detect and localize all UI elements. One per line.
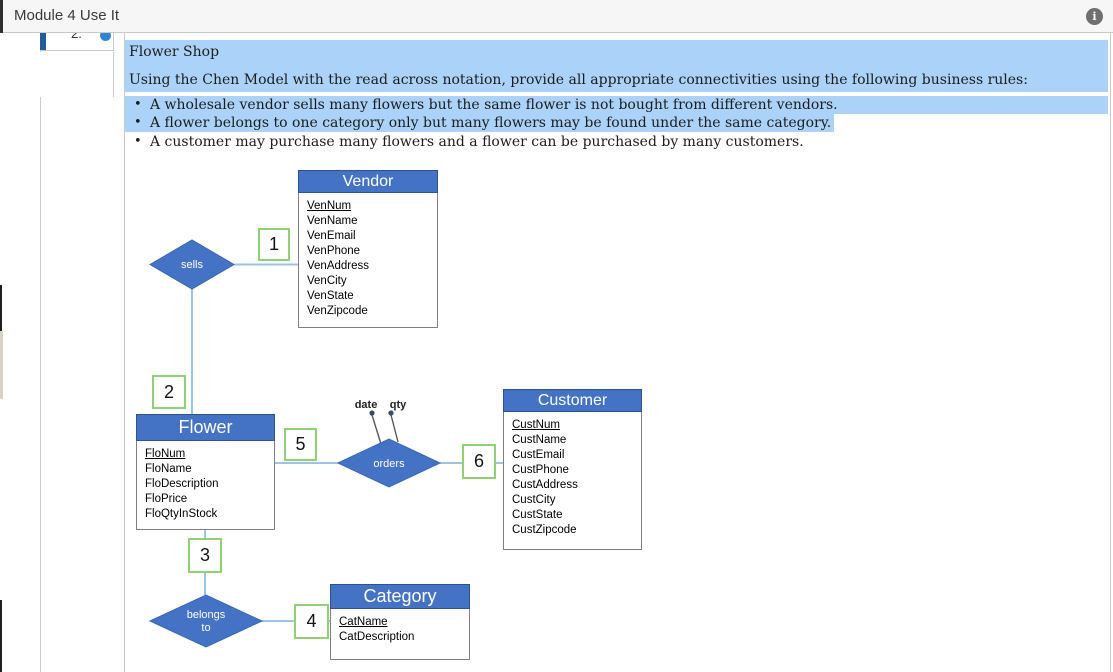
- entity-attribute: CustEmail: [512, 449, 565, 461]
- current-item-marker: [40, 33, 46, 50]
- connectivity-box-6: 6: [462, 444, 496, 479]
- bullet-icon: •: [134, 97, 142, 112]
- question-intro-block: Flower Shop Using the Chen Model with th…: [125, 40, 1108, 92]
- business-rule-text: A wholesale vendor sells many flowers bu…: [150, 97, 838, 113]
- screen-edge-artifact: [0, 285, 2, 331]
- entity-attribute: VenCity: [307, 275, 347, 287]
- sidebar-border: [40, 33, 41, 672]
- entity-attribute: CustState: [512, 509, 563, 521]
- entity-attribute: VenEmail: [307, 230, 356, 242]
- page-title: Module 4 Use It: [14, 7, 120, 24]
- entity-attribute: FloDescription: [145, 478, 219, 490]
- entity-attribute: FloNum: [145, 448, 186, 460]
- question-title: Flower Shop: [129, 44, 220, 60]
- sidebar-item-label: 2.: [71, 33, 82, 41]
- entity-attribute: VenNum: [307, 200, 352, 212]
- business-rule-1: • A wholesale vendor sells many flowers …: [125, 96, 1108, 114]
- entity-attribute: FloQtyInStock: [145, 508, 218, 520]
- entity-customer-title: Customer: [503, 389, 642, 412]
- entity-flower-title: Flower: [136, 414, 275, 441]
- info-icon[interactable]: i: [1086, 8, 1103, 25]
- business-rule-text: A customer may purchase many flowers and…: [150, 134, 804, 150]
- screen-edge-artifact: [0, 600, 2, 672]
- instruction-text: Using the Chen Model with the read acros…: [129, 72, 1028, 88]
- entity-attribute: CatDescription: [339, 631, 415, 643]
- entity-attribute: VenZipcode: [307, 305, 368, 317]
- business-rule-3: • A customer may purchase many flowers a…: [125, 133, 1108, 151]
- sidebar-item-question-2[interactable]: 2.: [40, 33, 114, 51]
- connectivity-box-2: 2: [152, 375, 186, 409]
- business-rule-text: A flower belongs to one category only bu…: [150, 115, 832, 131]
- sidebar-item-empty[interactable]: [40, 52, 114, 97]
- entity-attribute: FloPrice: [145, 493, 188, 505]
- business-rule-2: • A flower belongs to one category only …: [125, 114, 1108, 132]
- entity-attribute: CustNum: [512, 419, 560, 431]
- entity-attribute: CustName: [512, 434, 567, 446]
- entity-attribute: CatName: [339, 616, 388, 628]
- entity-attribute: CustZipcode: [512, 524, 577, 536]
- entity-category-title: Category: [330, 584, 470, 609]
- entity-attribute: VenName: [307, 215, 358, 227]
- content-panel: [124, 33, 1111, 672]
- status-dot-icon: [100, 33, 111, 41]
- screen-edge-artifact: [0, 331, 3, 399]
- connectivity-box-1: 1: [258, 228, 290, 261]
- connectivity-box-5: 5: [284, 428, 317, 461]
- entity-attribute: VenPhone: [307, 245, 361, 257]
- bullet-icon: •: [134, 134, 142, 149]
- screen-edge-artifact: [0, 0, 3, 33]
- entity-attribute: FloName: [145, 463, 192, 475]
- connectivity-box-3: 3: [188, 538, 222, 573]
- bullet-icon: •: [134, 115, 142, 130]
- top-bar: Module 4 Use It i: [0, 0, 1113, 33]
- entity-attribute: CustCity: [512, 494, 556, 506]
- connectivity-box-4: 4: [294, 604, 329, 639]
- entity-attribute: CustPhone: [512, 464, 569, 476]
- entity-vendor-title: Vendor: [298, 170, 438, 193]
- entity-attribute: CustAddress: [512, 479, 578, 491]
- entity-attribute: VenAddress: [307, 260, 370, 272]
- entity-attribute: VenState: [307, 290, 354, 302]
